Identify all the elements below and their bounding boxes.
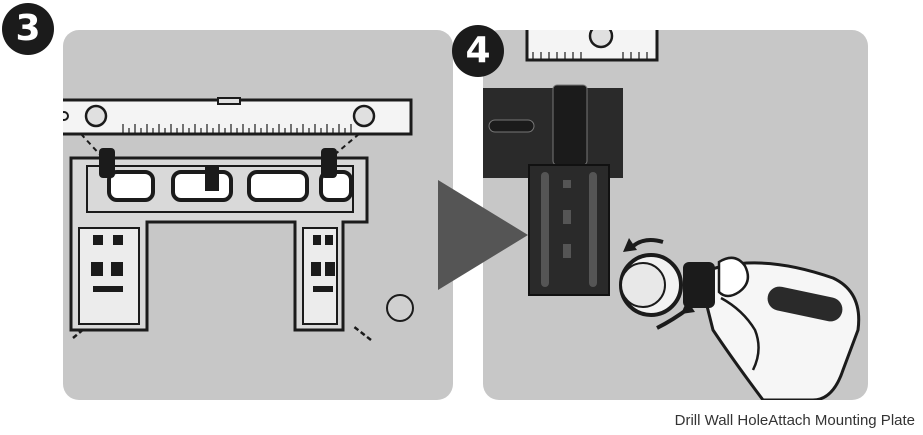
step-3-badge: 3 <box>2 3 54 55</box>
spirit-level-icon <box>525 30 659 62</box>
step-4-illustration <box>483 30 861 400</box>
spirit-level-icon <box>63 97 413 136</box>
step-4-panel <box>483 30 868 400</box>
mounting-plate-icon <box>483 84 623 296</box>
step-4-badge: 4 <box>452 25 504 77</box>
power-drill-icon <box>619 253 861 400</box>
step-4-number: 4 <box>465 30 491 71</box>
rotation-arrow-icon <box>623 238 695 330</box>
step-3-illustration <box>63 97 414 341</box>
arrow-right-icon <box>438 180 528 290</box>
mounting-plate-icon <box>69 148 369 332</box>
step-3-number: 3 <box>15 8 41 49</box>
step-3-panel <box>63 30 453 400</box>
caption: Drill Wall HoleAttach Mounting Plate <box>674 412 915 429</box>
